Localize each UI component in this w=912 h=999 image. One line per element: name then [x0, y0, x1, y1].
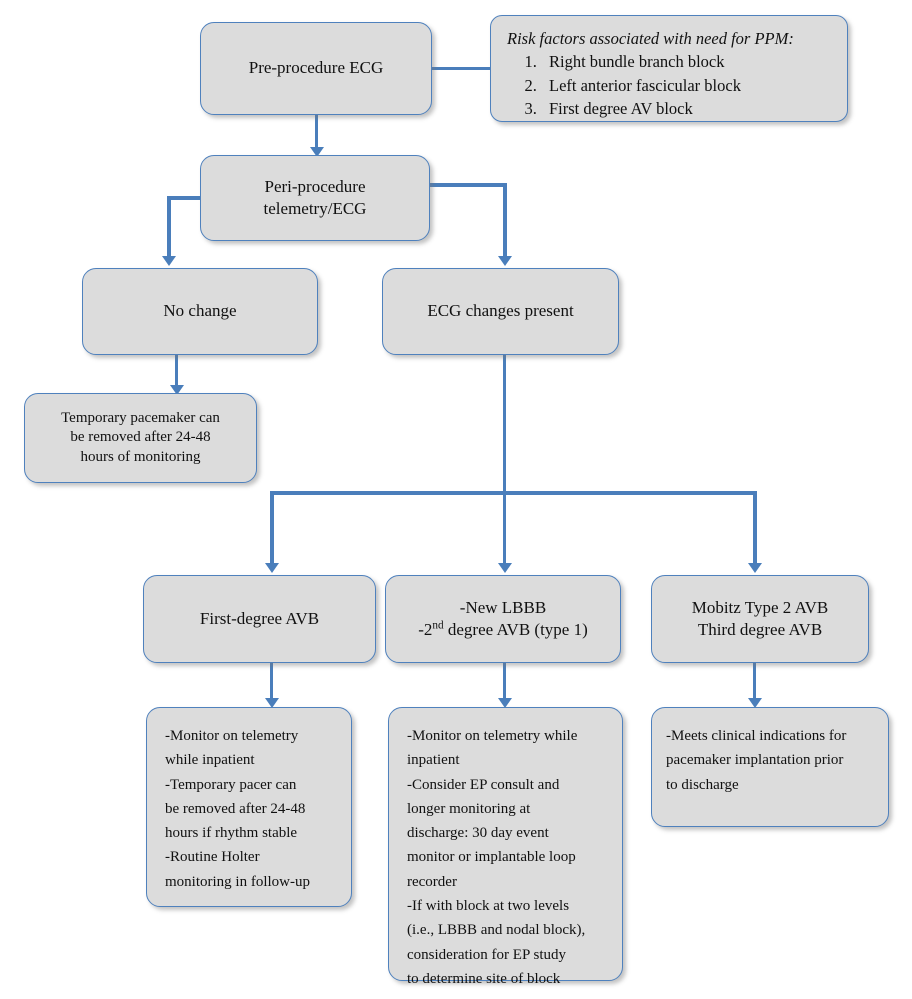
first-degree-plan-line1: -Monitor on telemetry	[165, 728, 299, 744]
mobitz-line2: Third degree AVB	[697, 620, 823, 639]
temp-pacer-line2: be removed after 24-48	[70, 429, 211, 446]
node-no-change[interactable]: No change	[82, 268, 318, 355]
arrowhead-temp-pacer	[169, 385, 184, 395]
new-lbbb-plan-line5: discharge: 30 day event	[407, 825, 549, 842]
arrowhead-new-lbbb-plan	[497, 698, 512, 708]
mobitz-plan-line2: pacemaker implantation prior	[666, 752, 844, 769]
risk-factor-item-3: First degree AV block	[541, 97, 837, 120]
first-degree-plan-line4: be removed after 24-48	[165, 800, 306, 817]
new-lbbb-plan-line2: inpatient	[407, 752, 460, 769]
new-lbbb-plan-line8: -If with block at two levels	[407, 898, 570, 915]
peri-procedure-line2: telemetry/ECG	[263, 199, 367, 218]
node-risk-factors[interactable]: Risk factors associated with need for PP…	[490, 15, 848, 122]
connector-preecg-to-periprocedure	[315, 115, 318, 152]
node-peri-procedure[interactable]: Peri-procedure telemetry/ECG	[200, 155, 430, 241]
ecg-changes-label: ECG changes present	[427, 301, 574, 321]
connector-preecg-to-riskfactors	[432, 67, 490, 70]
risk-factor-item-2: Left anterior fascicular block	[541, 74, 837, 97]
node-first-degree-avb[interactable]: First-degree AVB	[143, 575, 376, 663]
new-lbbb-ordinal-suffix: nd	[432, 619, 444, 632]
connector-nochange-to-temppacer	[175, 355, 178, 390]
first-degree-plan-line7: monitoring in follow-up	[165, 873, 310, 890]
temp-pacer-line1: Temporary pacemaker can	[61, 409, 220, 426]
node-ecg-changes-present[interactable]: ECG changes present	[382, 268, 619, 355]
arrowhead-no-change	[162, 256, 176, 266]
connector-newlbbb-to-plan	[503, 663, 506, 703]
mobitz-plan-line1: -Meets clinical indications for	[666, 728, 847, 744]
arrowhead-periprocedure	[309, 147, 324, 157]
first-degree-plan-line2: while inpatient	[165, 752, 255, 769]
connector-firstdegree-to-plan	[270, 663, 273, 703]
arrowhead-ecg-changes	[498, 256, 512, 266]
new-lbbb-line1: -New LBBB	[459, 597, 547, 617]
arrowhead-mobitz-plan	[747, 698, 762, 708]
mobitz-plan-line3: to discharge	[666, 776, 739, 793]
connector-peri-right-horizontal	[429, 183, 507, 187]
new-lbbb-plan-line7: recorder	[407, 873, 457, 890]
first-degree-plan-line6: -Routine Holter	[165, 849, 260, 866]
peri-procedure-line1: Peri-procedure	[264, 176, 366, 196]
node-new-lbbb[interactable]: -New LBBB -2nd degree AVB (type 1)	[385, 575, 621, 663]
node-pre-procedure-ecg[interactable]: Pre-procedure ECG	[200, 22, 432, 115]
connector-mobitz-to-plan	[753, 663, 756, 703]
arrowhead-new-lbbb	[497, 563, 512, 573]
temp-pacer-line3: hours of monitoring	[80, 448, 201, 465]
node-new-lbbb-plan[interactable]: -Monitor on telemetry while inpatient -C…	[388, 707, 623, 987]
new-lbbb-plan-line3: -Consider EP consult and	[407, 776, 560, 793]
first-degree-plan-line5: hours if rhythm stable	[165, 825, 298, 842]
mobitz-line1: Mobitz Type 2 AVB	[691, 597, 829, 617]
node-temp-pacer-removed[interactable]: Temporary pacemaker can be removed after…	[24, 393, 257, 483]
connector-peri-left-vertical	[167, 196, 171, 261]
no-change-label: No change	[163, 301, 237, 321]
new-lbbb-plan-line6: monitor or implantable loop	[407, 849, 576, 866]
new-lbbb-plan-line1: -Monitor on telemetry while	[407, 728, 578, 744]
pre-procedure-ecg-label: Pre-procedure ECG	[248, 58, 384, 78]
connector-branch-new-lbbb	[503, 491, 506, 569]
new-lbbb-line2: -2nd degree AVB (type 1)	[418, 620, 588, 639]
connector-ecgchanges-trunk	[503, 355, 506, 495]
connector-branch-mobitz	[753, 491, 757, 569]
new-lbbb-plan-line4: longer monitoring at	[407, 800, 531, 817]
arrowhead-first-degree-avb	[264, 563, 279, 573]
risk-factors-title: Risk factors associated with need for PP…	[507, 29, 794, 48]
connector-peri-left-horizontal	[167, 196, 203, 200]
new-lbbb-suffix: degree AVB (type 1)	[443, 620, 588, 639]
node-mobitz-third-degree[interactable]: Mobitz Type 2 AVB Third degree AVB	[651, 575, 869, 663]
arrowhead-first-degree-plan	[264, 698, 279, 708]
arrowhead-mobitz	[747, 563, 762, 573]
risk-factor-item-1: Right bundle branch block	[541, 50, 837, 73]
new-lbbb-prefix: -2	[418, 620, 433, 639]
new-lbbb-plan-line10: consideration for EP study	[407, 946, 567, 963]
risk-factors-list: Right bundle branch block Left anterior …	[507, 50, 837, 120]
node-mobitz-plan[interactable]: -Meets clinical indications for pacemake…	[651, 707, 889, 827]
new-lbbb-plan-line11: to determine site of block	[407, 970, 561, 987]
connector-peri-right-vertical	[503, 183, 507, 261]
new-lbbb-plan-line9: (i.e., LBBB and nodal block),	[407, 922, 586, 939]
first-degree-plan-line3: -Temporary pacer can	[165, 776, 297, 793]
connector-threeway-bus	[270, 491, 757, 495]
node-first-degree-plan[interactable]: -Monitor on telemetry while inpatient -T…	[146, 707, 352, 907]
connector-branch-first-degree	[270, 491, 274, 569]
first-degree-avb-label: First-degree AVB	[199, 608, 320, 628]
